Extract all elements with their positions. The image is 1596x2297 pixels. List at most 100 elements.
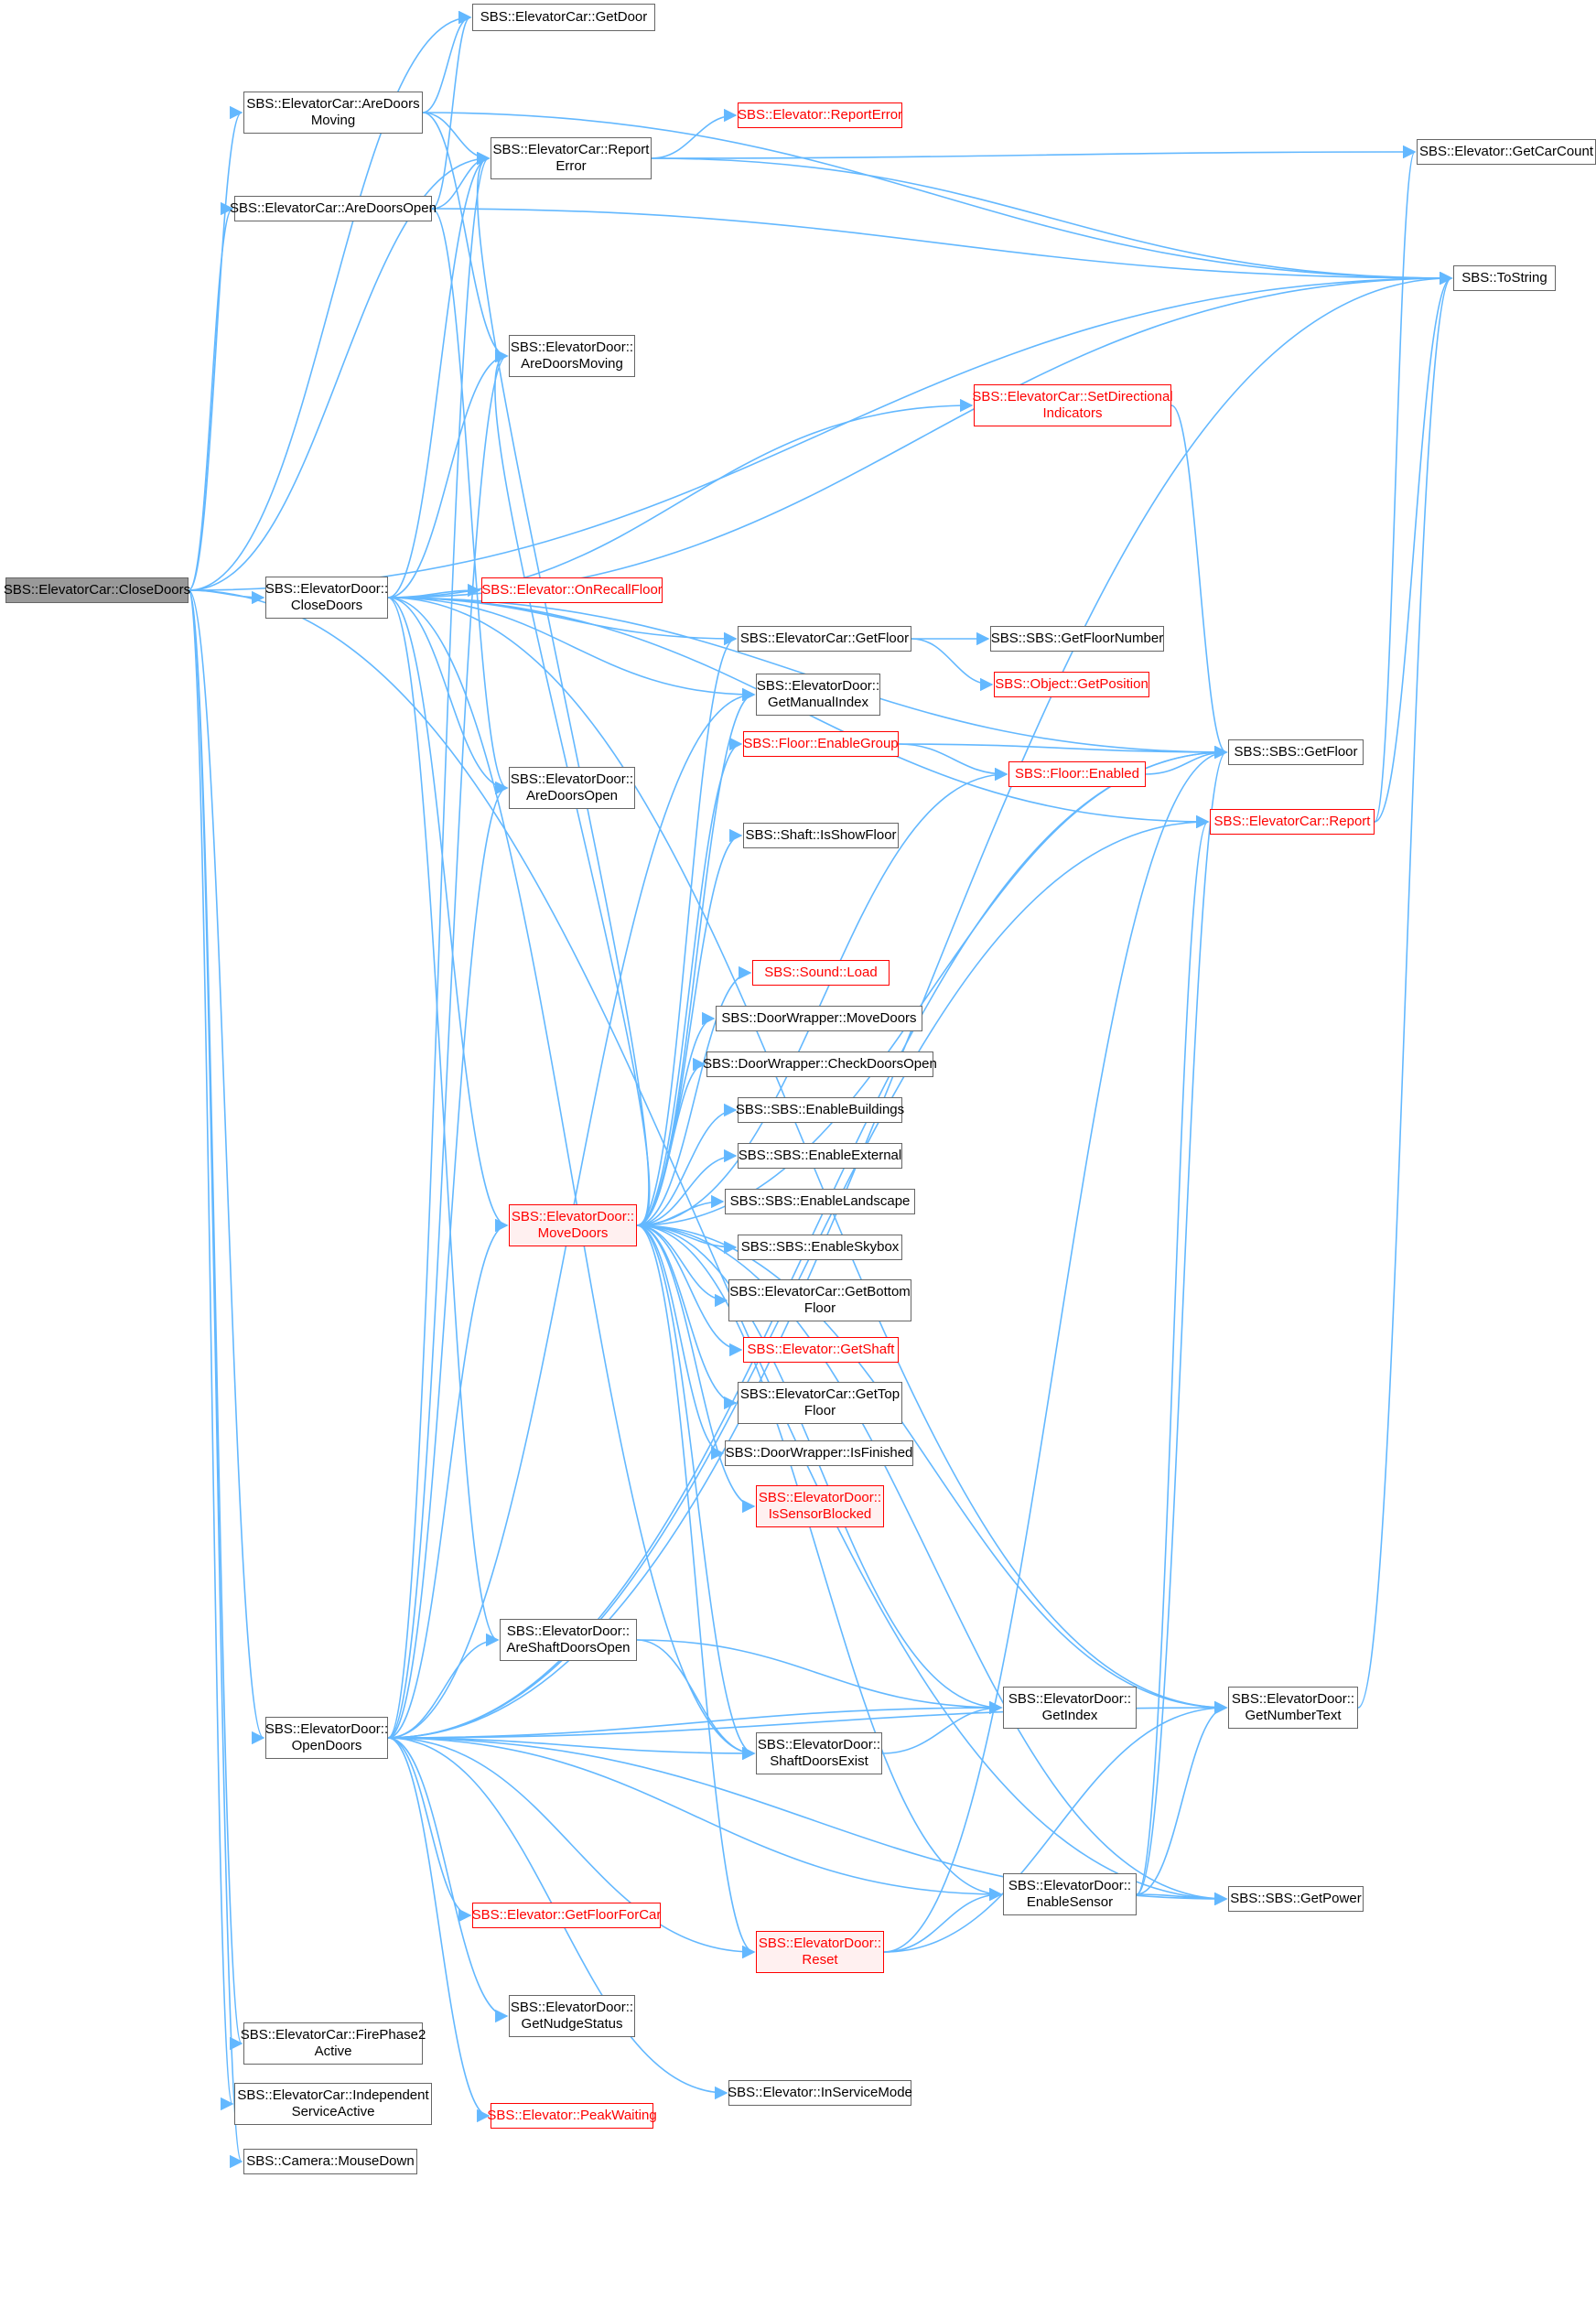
node-enableexternal[interactable]: SBS::SBS::EnableExternal bbox=[738, 1143, 902, 1169]
node-label-line1: SBS::Elevator::ReportError bbox=[737, 107, 903, 123]
node-aredoorsopen-door[interactable]: SBS::ElevatorDoor::AreDoorsOpen bbox=[509, 767, 635, 809]
edge-opendoors-door-to-reporterror-car bbox=[387, 152, 491, 1739]
node-label-line2: GetManualIndex bbox=[767, 695, 869, 710]
node-getfloorforcar[interactable]: SBS::Elevator::GetFloorForCar bbox=[472, 1903, 661, 1928]
edge-reporterror-car-to-getcarcount bbox=[651, 145, 1417, 159]
node-aredoorsmoving-door[interactable]: SBS::ElevatorDoor::AreDoorsMoving bbox=[509, 335, 635, 377]
node-getnumbertext[interactable]: SBS::ElevatorDoor::GetNumberText bbox=[1228, 1687, 1358, 1729]
node-label-line1: SBS::ElevatorDoor:: bbox=[264, 1721, 389, 1737]
node-enablebuildings[interactable]: SBS::SBS::EnableBuildings bbox=[736, 1097, 904, 1123]
node-inservicemode[interactable]: SBS::Elevator::InServiceMode bbox=[728, 2080, 912, 2106]
edge-opendoors-door-to-enablesensor bbox=[387, 1737, 1003, 1902]
node-soundload[interactable]: SBS::Sound::Load bbox=[752, 960, 890, 986]
node-getfloor-sbs[interactable]: SBS::SBS::GetFloor bbox=[1228, 739, 1364, 765]
node-getnudgestatus[interactable]: SBS::ElevatorDoor::GetNudgeStatus bbox=[509, 1995, 635, 2037]
node-label-line1: SBS::ElevatorDoor:: bbox=[757, 1737, 881, 1752]
node-reporterror-elev[interactable]: SBS::Elevator::ReportError bbox=[738, 102, 902, 128]
edge-areshaftdoorsopen-to-getindex bbox=[636, 1639, 1003, 1715]
node-label-line2: OpenDoors bbox=[291, 1738, 362, 1753]
node-getdoor[interactable]: SBS::ElevatorCar::GetDoor bbox=[472, 4, 655, 31]
node-isshowfloor[interactable]: SBS::Shaft::IsShowFloor bbox=[743, 823, 899, 848]
node-getpower[interactable]: SBS::SBS::GetPower bbox=[1228, 1886, 1364, 1912]
node-areshaftdoorsopen[interactable]: SBS::ElevatorDoor::AreShaftDoorsOpen bbox=[500, 1619, 637, 1661]
node-getcarcount[interactable]: SBS::Elevator::GetCarCount bbox=[1417, 139, 1596, 165]
edge-root-to-mousedown bbox=[188, 589, 243, 2168]
edge-enablesensor-to-report bbox=[1136, 815, 1210, 1895]
edge-root-to-closedoors-door bbox=[188, 589, 265, 605]
node-movedoors-door[interactable]: SBS::ElevatorDoor::MoveDoors bbox=[509, 1204, 637, 1246]
node-opendoors-door[interactable]: SBS::ElevatorDoor::OpenDoors bbox=[265, 1717, 388, 1759]
node-label-line2: AreDoorsMoving bbox=[521, 356, 623, 372]
node-label-line1: SBS::ElevatorDoor:: bbox=[1008, 1691, 1132, 1707]
edge-movedoors-door-to-getshaft bbox=[636, 1224, 743, 1357]
node-label-line1: SBS::ElevatorCar::Independent bbox=[237, 2087, 429, 2103]
node-enablelandscape[interactable]: SBS::SBS::EnableLandscape bbox=[725, 1189, 915, 1214]
node-label-line1: SBS::SBS::EnableSkybox bbox=[740, 1239, 900, 1255]
edge-movedoors-door-to-getfloor-car bbox=[636, 631, 738, 1226]
node-getindex[interactable]: SBS::ElevatorDoor::GetIndex bbox=[1003, 1687, 1137, 1729]
node-label-line2: MoveDoors bbox=[537, 1225, 609, 1241]
node-shaftdoorsexist[interactable]: SBS::ElevatorDoor::ShaftDoorsExist bbox=[756, 1732, 882, 1774]
node-label-line1: SBS::SBS::GetFloor bbox=[1234, 744, 1358, 760]
node-closedoors-door[interactable]: SBS::ElevatorDoor::CloseDoors bbox=[265, 577, 388, 619]
edge-movedoors-door-to-isfinished bbox=[636, 1224, 725, 1461]
node-getfloor-car[interactable]: SBS::ElevatorCar::GetFloor bbox=[738, 626, 911, 652]
edge-movedoors-door-to-gettopfloor bbox=[636, 1224, 738, 1410]
edge-movedoors-door-to-getindex bbox=[636, 1224, 1003, 1715]
edge-opendoors-door-to-reset bbox=[387, 1737, 756, 1959]
node-enablesensor[interactable]: SBS::ElevatorDoor::EnableSensor bbox=[1003, 1873, 1137, 1915]
node-label-line1: SBS::SBS::GetFloorNumber bbox=[990, 631, 1164, 646]
node-label-line2: Floor bbox=[803, 1403, 836, 1418]
edge-root-to-independent bbox=[188, 589, 234, 2110]
edge-movedoors-door-to-enablebuildings bbox=[636, 1103, 738, 1226]
node-dw-checkdoorsopen[interactable]: SBS::DoorWrapper::CheckDoorsOpen bbox=[703, 1051, 937, 1077]
edge-movedoors-door-to-getmanualindex bbox=[636, 687, 756, 1226]
node-root[interactable]: SBS::ElevatorCar::CloseDoors bbox=[4, 577, 190, 603]
edge-root-to-tostring bbox=[188, 271, 1453, 591]
edge-movedoors-door-to-dw-checkdoorsopen bbox=[636, 1057, 706, 1226]
node-isfinished[interactable]: SBS::DoorWrapper::IsFinished bbox=[725, 1440, 913, 1466]
node-peakwaiting[interactable]: SBS::Elevator::PeakWaiting bbox=[487, 2103, 657, 2129]
node-tostring[interactable]: SBS::ToString bbox=[1453, 265, 1556, 291]
node-label-line2: Floor bbox=[803, 1300, 836, 1316]
node-label-line2: Reset bbox=[802, 1952, 838, 1968]
node-getfloornumber[interactable]: SBS::SBS::GetFloorNumber bbox=[990, 626, 1164, 652]
edge-opendoors-door-to-movedoors-door bbox=[387, 1218, 509, 1739]
edge-aredoorsmoving-car-to-aredoorsmoving-door bbox=[422, 112, 509, 363]
edge-root-to-opendoors-door bbox=[188, 589, 265, 1744]
node-label-line1: SBS::ElevatorDoor:: bbox=[1008, 1878, 1132, 1893]
node-label-line2: EnableSensor bbox=[1026, 1894, 1114, 1910]
edge-aredoorsopen-car-to-tostring bbox=[431, 208, 1453, 286]
node-mousedown[interactable]: SBS::Camera::MouseDown bbox=[243, 2149, 417, 2174]
node-aredoorsopen-car[interactable]: SBS::ElevatorCar::AreDoorsOpen bbox=[230, 196, 437, 221]
node-getposition[interactable]: SBS::Object::GetPosition bbox=[994, 672, 1149, 697]
edge-movedoors-door-to-getpower bbox=[636, 1224, 1228, 1906]
node-label-line1: SBS::Elevator::GetFloorForCar bbox=[471, 1907, 662, 1923]
node-label-line1: SBS::ElevatorCar::FirePhase2 bbox=[240, 2027, 426, 2043]
node-report[interactable]: SBS::ElevatorCar::Report bbox=[1210, 809, 1375, 835]
node-getmanualindex[interactable]: SBS::ElevatorDoor::GetManualIndex bbox=[756, 674, 880, 716]
node-enableskybox[interactable]: SBS::SBS::EnableSkybox bbox=[738, 1235, 902, 1260]
node-getshaft[interactable]: SBS::Elevator::GetShaft bbox=[743, 1337, 899, 1363]
node-label-line1: SBS::ElevatorCar::GetFloor bbox=[739, 631, 910, 646]
node-reset[interactable]: SBS::ElevatorDoor::Reset bbox=[756, 1931, 884, 1973]
node-label-line1: SBS::ElevatorCar::GetBottom bbox=[729, 1284, 911, 1299]
edge-areshaftdoorsopen-to-shaftdoorsexist bbox=[636, 1639, 756, 1761]
node-onrecall[interactable]: SBS::Elevator::OnRecallFloor bbox=[481, 577, 663, 603]
node-label-line1: SBS::Sound::Load bbox=[764, 965, 878, 980]
node-dw-movedoors[interactable]: SBS::DoorWrapper::MoveDoors bbox=[716, 1006, 922, 1031]
node-issensorblocked[interactable]: SBS::ElevatorDoor::IsSensorBlocked bbox=[756, 1485, 884, 1527]
edge-root-to-aredoorsopen-car bbox=[188, 202, 234, 591]
edge-closedoors-door-to-tostring bbox=[387, 271, 1453, 599]
edge-shaftdoorsexist-to-getindex bbox=[881, 1700, 1003, 1754]
edge-movedoors-door-to-shaftdoorsexist bbox=[636, 1224, 756, 1761]
node-enablegroup[interactable]: SBS::Floor::EnableGroup bbox=[743, 731, 899, 757]
node-enabled[interactable]: SBS::Floor::Enabled bbox=[1008, 761, 1146, 787]
